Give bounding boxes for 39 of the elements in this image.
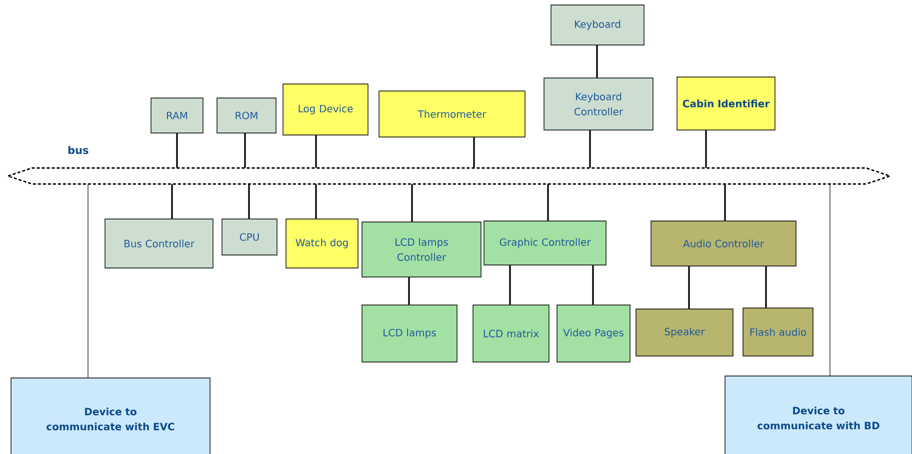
component-box: Log Device [282, 84, 368, 136]
connector-line [509, 265, 511, 305]
component-box: LCD matrix [472, 304, 550, 362]
component-box: Flash audio [742, 308, 814, 356]
component-box: Thermometer [378, 90, 526, 138]
component-box: Keyboard Controller [544, 78, 654, 130]
connector-line [315, 184, 317, 219]
component-box: Video Pages [556, 304, 630, 362]
connector-line [596, 45, 598, 78]
bus-label: bus [68, 146, 88, 154]
connector-line [411, 184, 413, 222]
connector-line [473, 137, 475, 168]
component-box: LCD lamps Controller [362, 222, 482, 278]
connector-line [176, 133, 178, 168]
component-box: RAM [150, 98, 204, 134]
connector-line [688, 266, 690, 309]
connector-line [171, 184, 173, 219]
component-box: Keyboard [550, 4, 644, 46]
connector-line [244, 133, 246, 168]
component-box: ROM [216, 98, 276, 134]
connector-line [705, 130, 707, 168]
component-box: LCD lamps [362, 304, 458, 362]
component-box: Graphic Controller [484, 220, 606, 266]
connector-line [315, 135, 317, 168]
connector-line [765, 266, 767, 308]
connector-line [724, 184, 726, 221]
component-box: CPU [222, 218, 278, 256]
connector-line [248, 184, 250, 219]
component-box: Bus Controller [104, 218, 214, 268]
component-box: Watch dog [286, 218, 358, 268]
device-box: Device to communicate with EVC [10, 378, 210, 454]
connector-line [589, 130, 591, 168]
connector-line [408, 277, 410, 305]
connector-line [547, 184, 549, 221]
component-box: Audio Controller [650, 220, 796, 266]
component-box: Speaker [636, 308, 734, 356]
connector-line [592, 265, 594, 305]
device-box: Device to communicate with BD [724, 376, 912, 454]
component-box: Cabin Identifier [676, 76, 776, 130]
